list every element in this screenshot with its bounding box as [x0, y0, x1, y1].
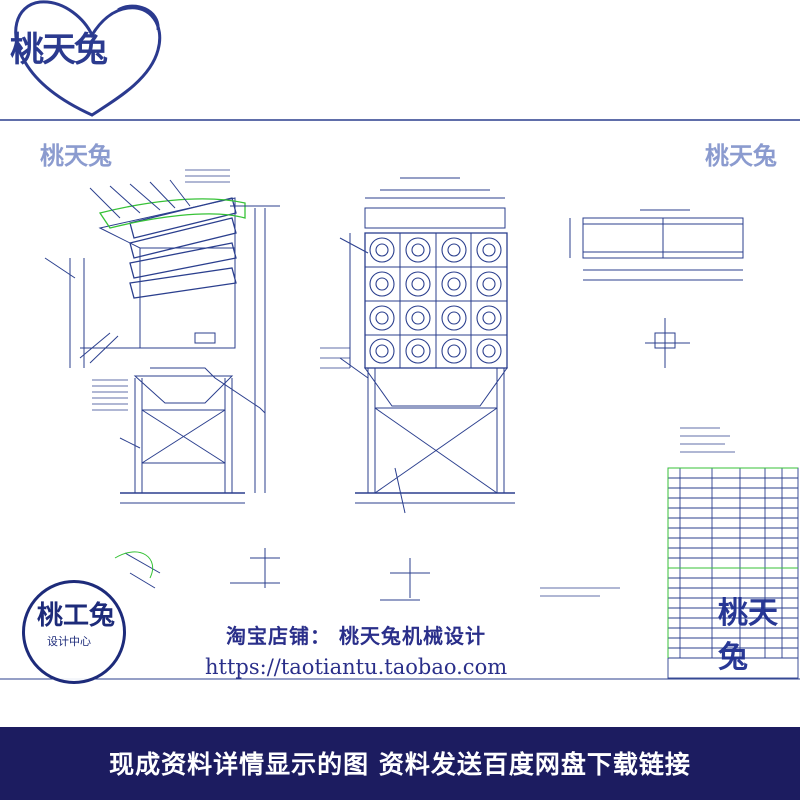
cad-drawing: 桃天兔 桃天兔 桃天兔 — [0, 118, 800, 681]
shop-label: 淘宝店铺： 桃天兔机械设计 — [226, 624, 486, 648]
shop-url[interactable]: https://taotiantu.taobao.com — [205, 655, 508, 679]
banner-text: 现成资料详情显示的图 资料发送百度网盘下载链接 — [109, 750, 691, 779]
bottom-banner: 现成资料详情显示的图 资料发送百度网盘下载链接 — [0, 727, 800, 800]
parts-table-highlight — [667, 467, 798, 658]
section-details — [114, 548, 430, 601]
design-center-stamp: 桃工兔 设计中心 — [22, 580, 126, 684]
heart-logo-outline — [14, 0, 162, 117]
watermark-right: 桃天兔 — [705, 141, 777, 170]
side-view — [44, 169, 350, 504]
cad-drawing-canvas — [0, 119, 800, 680]
brand-logo-text: 桃天兔 — [10, 30, 108, 70]
tech-notes — [540, 427, 735, 597]
stamp-title: 桃工兔 — [37, 601, 116, 631]
brand-logo: 桃天兔 — [0, 0, 170, 118]
front-view — [339, 177, 515, 514]
watermark-bottom-right: 桃天兔 — [718, 596, 778, 675]
top-detail-view — [569, 209, 744, 368]
watermark-left: 桃天兔 — [40, 141, 112, 170]
stamp-subtitle: 设计中心 — [47, 635, 91, 648]
filter-cartridge-grid — [369, 237, 502, 364]
